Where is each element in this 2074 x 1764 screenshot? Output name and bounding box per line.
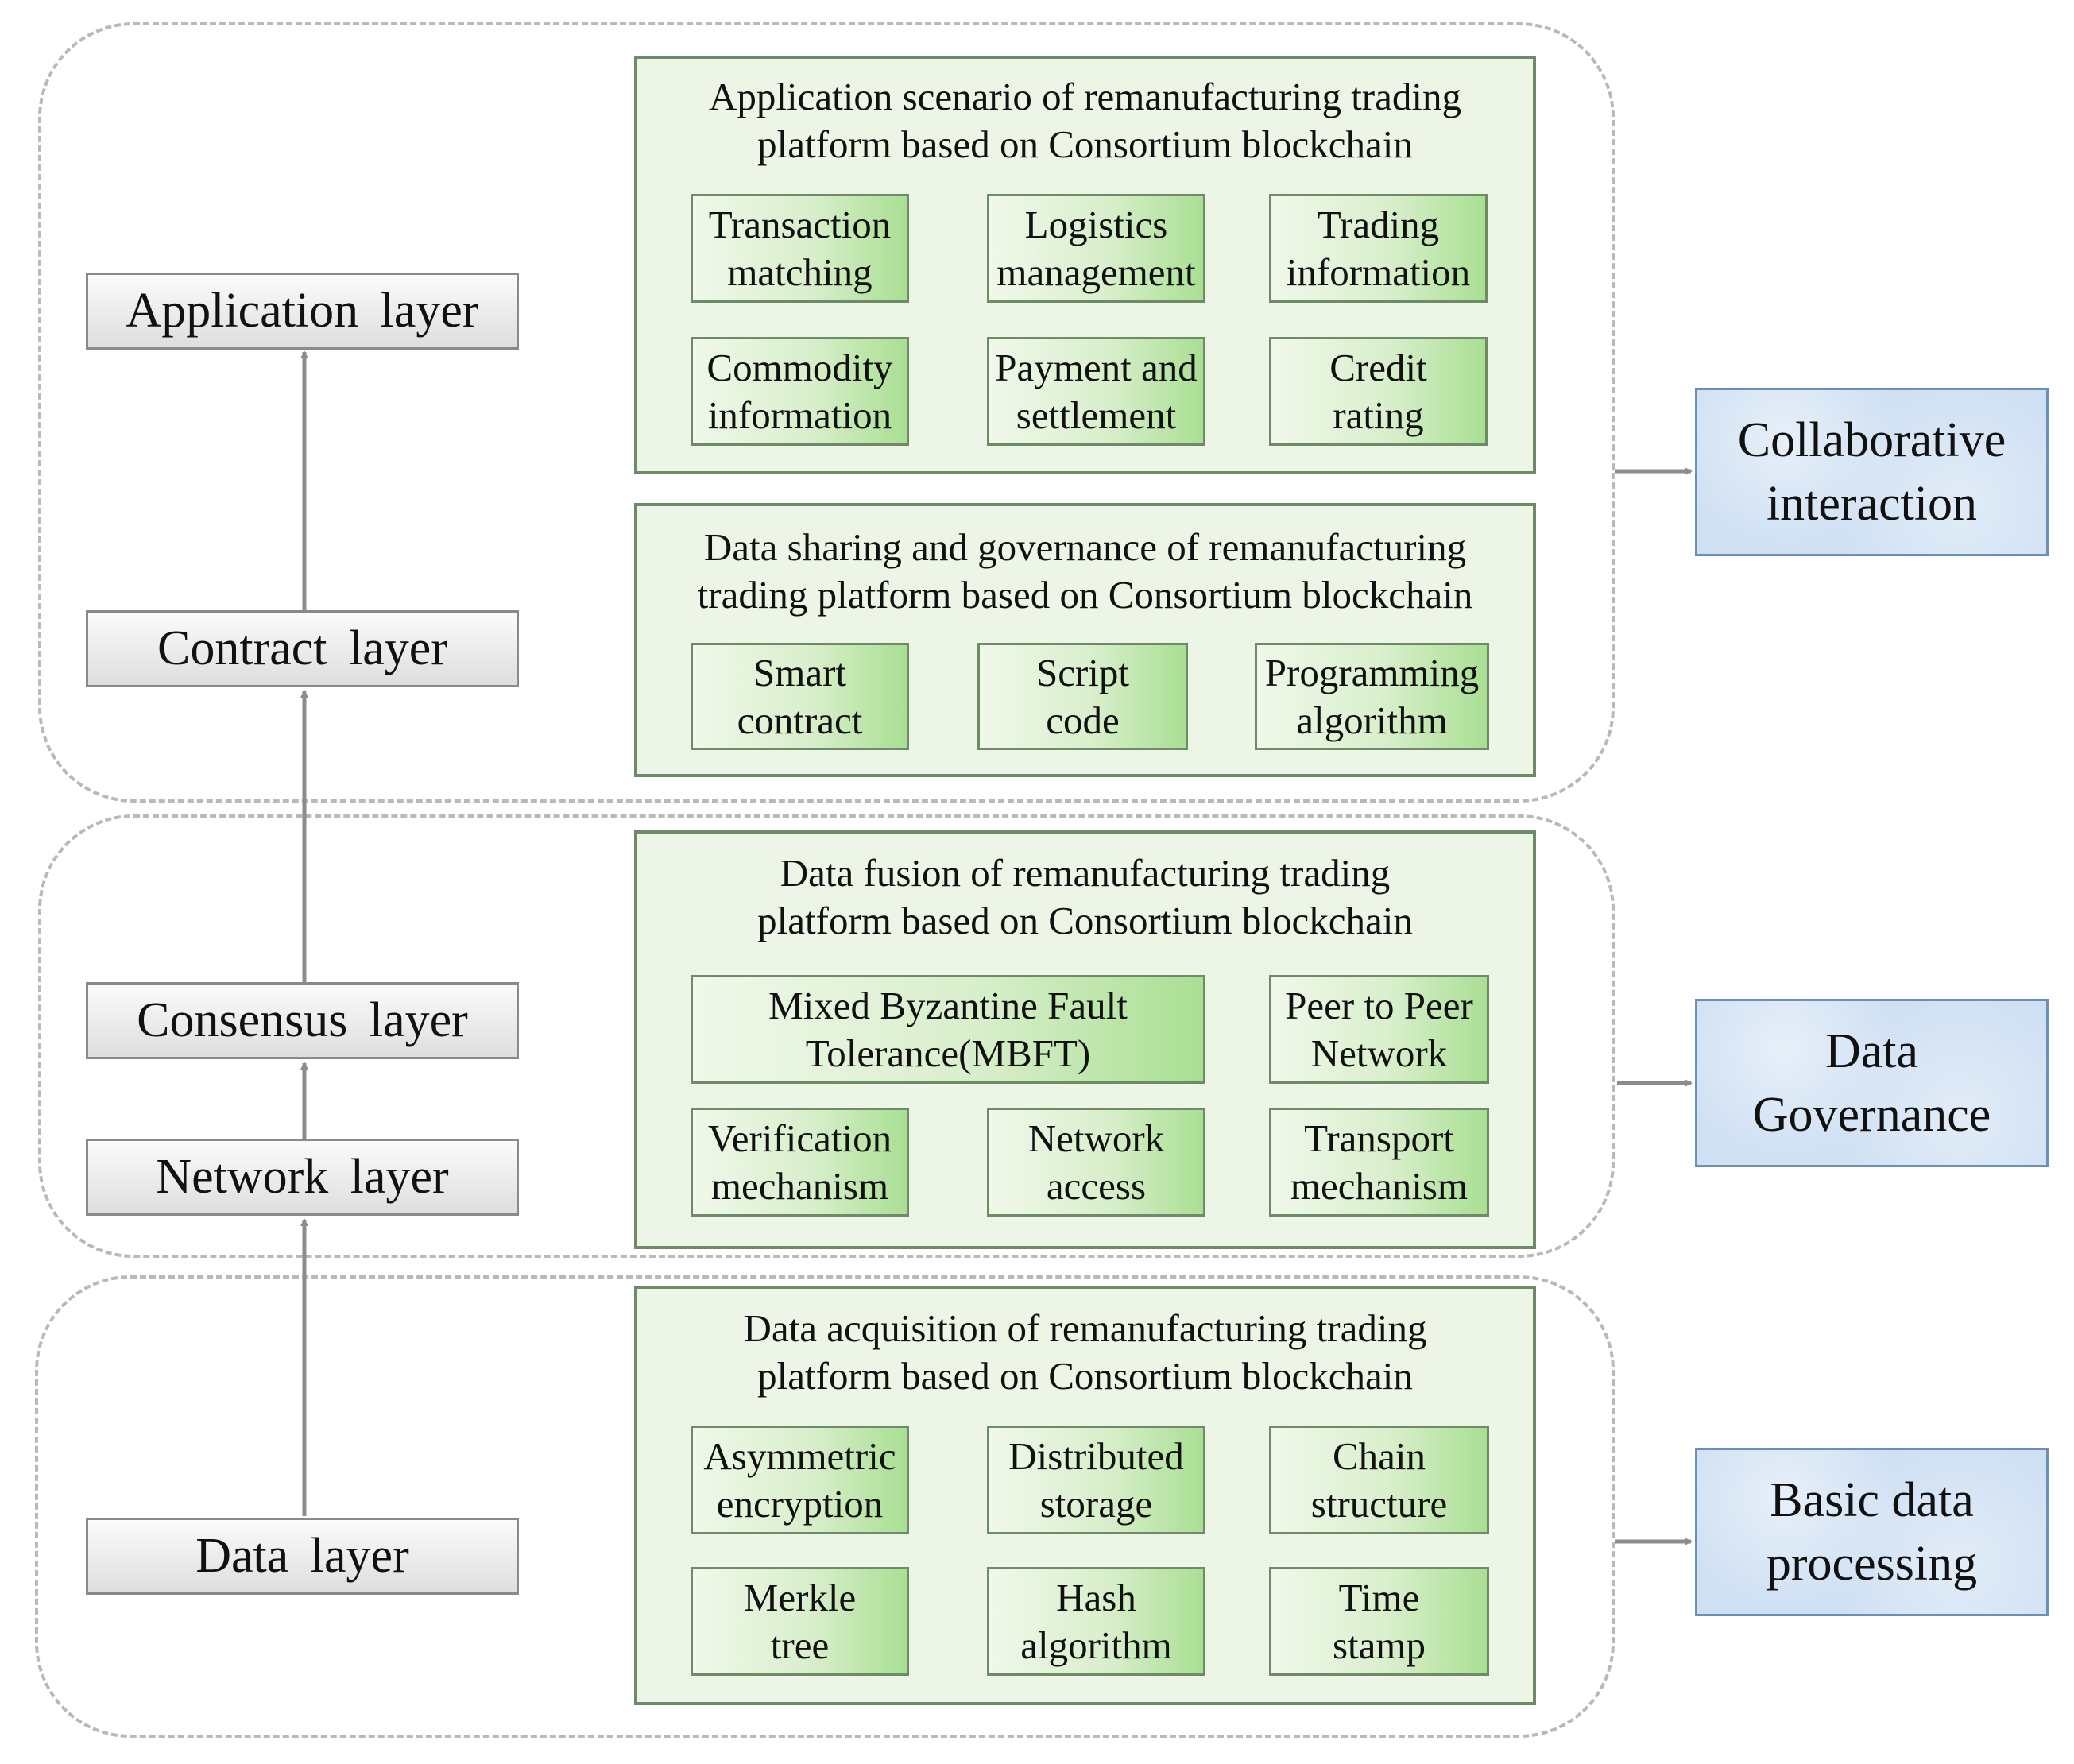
item-distributed-storage: Distributed storage bbox=[987, 1426, 1205, 1534]
item-mbft: Mixed Byzantine Fault Tolerance(MBFT) bbox=[691, 975, 1205, 1084]
item-payment-settlement: Payment and settlement bbox=[987, 337, 1205, 446]
item-transaction-matching: Transaction matching bbox=[691, 194, 909, 303]
item-logistics-management: Logistics management bbox=[987, 194, 1205, 303]
data-fusion-title: Data fusion of remanufacturing trading p… bbox=[757, 851, 1413, 942]
item-transport-mechanism: Transport mechanism bbox=[1269, 1108, 1489, 1217]
bottom-dashed-group bbox=[35, 1275, 1615, 1738]
item-trading-information: Trading information bbox=[1269, 194, 1488, 303]
data-acquisition-title: Data acquisition of remanufacturing trad… bbox=[743, 1306, 1427, 1398]
item-credit-rating: Credit rating bbox=[1269, 337, 1488, 446]
data-fusion-panel: Data fusion of remanufacturing trading p… bbox=[634, 830, 1536, 1249]
item-network-access: Network access bbox=[987, 1108, 1205, 1217]
basic-data-processing-box: Basic data processing bbox=[1695, 1448, 2049, 1616]
item-hash-algorithm: Hash algorithm bbox=[987, 1567, 1205, 1676]
data-sharing-panel: Data sharing and governance of remanufac… bbox=[634, 503, 1536, 777]
data-sharing-title: Data sharing and governance of remanufac… bbox=[697, 525, 1473, 617]
middle-dashed-group bbox=[38, 814, 1615, 1258]
contract-layer-box: Contract layer bbox=[86, 610, 519, 687]
network-layer-box: Network layer bbox=[86, 1139, 519, 1216]
data-governance-box: Data Governance bbox=[1695, 999, 2049, 1167]
item-verification-mechanism: Verification mechanism bbox=[691, 1108, 909, 1217]
application-scenario-title: Application scenario of remanufacturing … bbox=[709, 75, 1461, 166]
application-layer-box: Application layer bbox=[86, 273, 519, 350]
data-acquisition-panel: Data acquisition of remanufacturing trad… bbox=[634, 1286, 1536, 1705]
item-time-stamp: Time stamp bbox=[1269, 1567, 1489, 1676]
item-chain-structure: Chain structure bbox=[1269, 1426, 1489, 1534]
application-scenario-panel: Application scenario of remanufacturing … bbox=[634, 56, 1536, 474]
collaborative-interaction-box: Collaborative interaction bbox=[1695, 388, 2049, 556]
top-dashed-group bbox=[38, 22, 1615, 803]
item-peer-to-peer-network: Peer to Peer Network bbox=[1269, 975, 1489, 1084]
item-script-code: Script code bbox=[977, 643, 1188, 750]
item-merkle-tree: Merkle tree bbox=[691, 1567, 909, 1676]
item-commodity-information: Commodity information bbox=[691, 337, 909, 446]
item-asymmetric-encryption: Asymmetric encryption bbox=[691, 1426, 909, 1534]
item-programming-algorithm: Programming algorithm bbox=[1255, 643, 1489, 750]
item-smart-contract: Smart contract bbox=[691, 643, 909, 750]
consensus-layer-box: Consensus layer bbox=[86, 982, 519, 1059]
data-layer-box: Data layer bbox=[86, 1518, 519, 1595]
